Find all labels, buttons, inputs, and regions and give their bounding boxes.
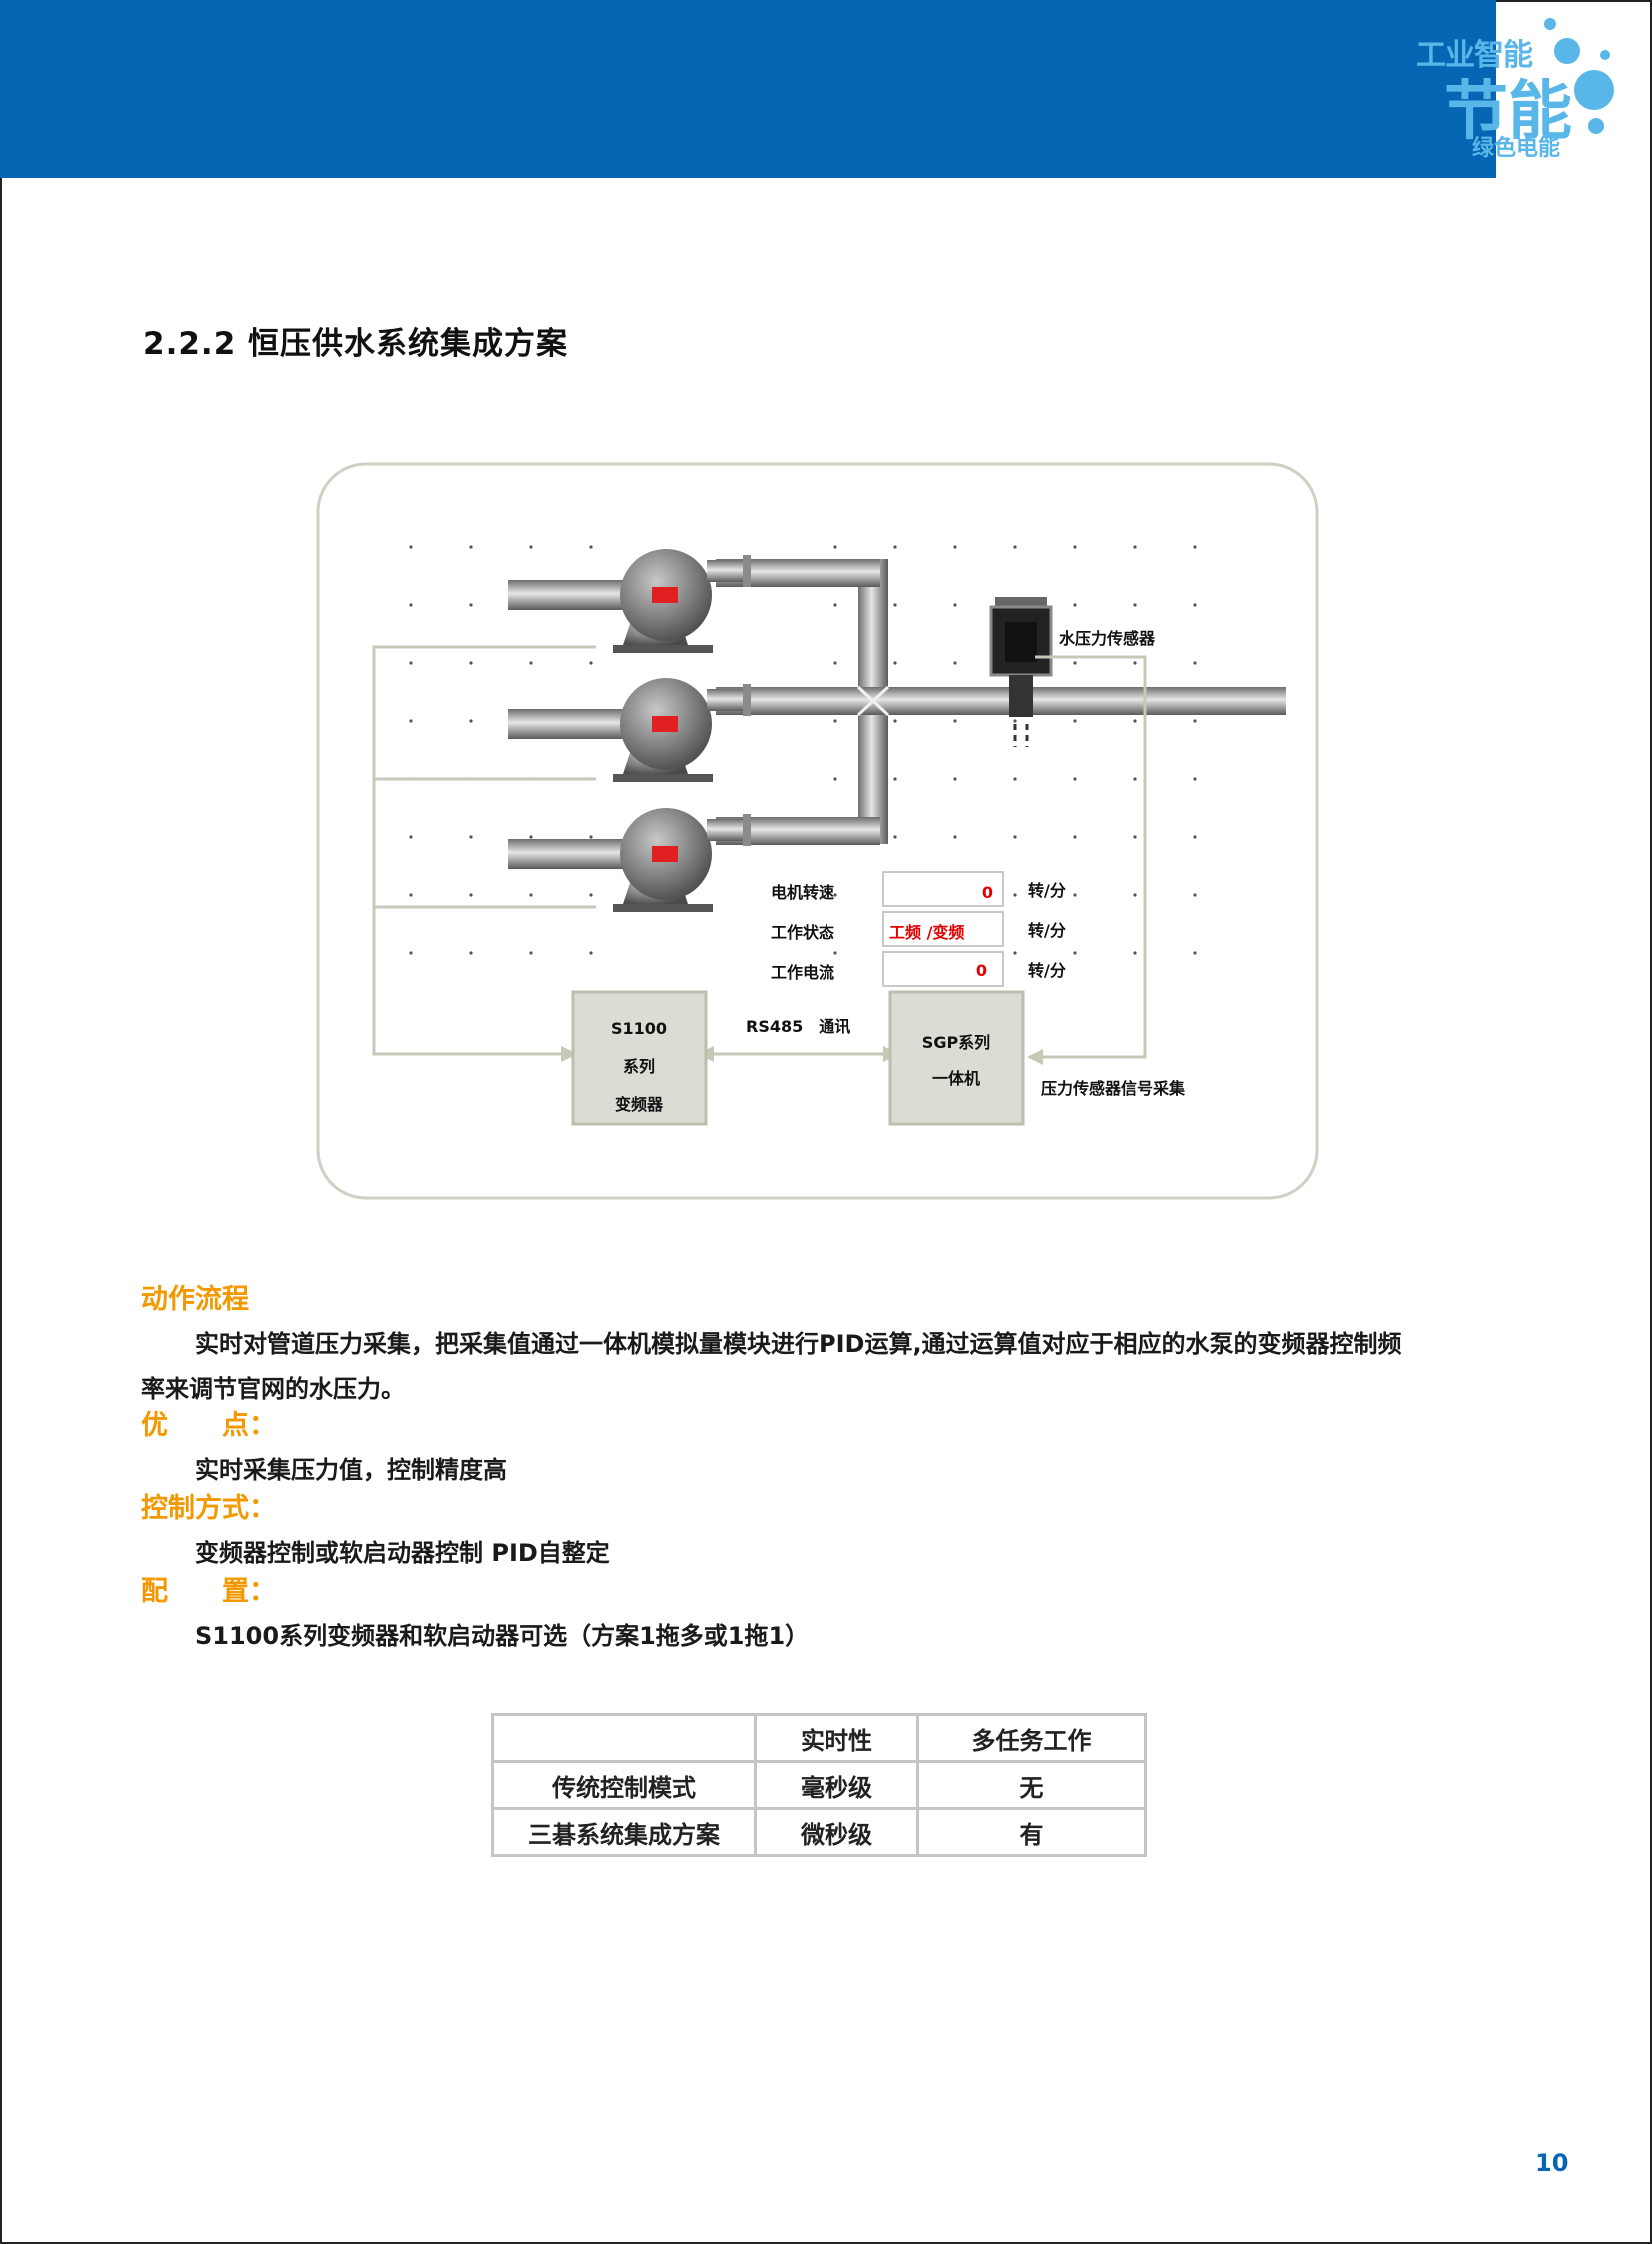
- flow-text-2: 率来调节官网的水压力。: [141, 1375, 405, 1403]
- table-cell: 有: [916, 1807, 1147, 1857]
- comparison-table: 实时性 多任务工作 传统控制模式 毫秒级 无 三碁系统集成方案 微秒级 有: [491, 1713, 1147, 1857]
- logo-text-1: 工业智能: [1416, 38, 1533, 73]
- advantage-text: 实时采集压力值，控制精度高: [195, 1456, 507, 1484]
- status-panel: 电机转速 0 转/分 工作状态 工频 /变频 转/分 工作电流 0 转/分: [771, 871, 1066, 987]
- header-band: [0, 0, 1496, 178]
- signal-label: 压力传感器信号采集: [1041, 1079, 1186, 1098]
- table-row: 传统控制模式 毫秒级 无: [491, 1760, 1147, 1810]
- comm-label: RS485 通讯: [746, 1017, 850, 1036]
- logo-text-3: 绿色电能: [1472, 136, 1561, 161]
- speed-value: 0: [982, 883, 993, 902]
- control-text: 变频器控制或软启动器控制 PID自整定: [195, 1539, 610, 1567]
- logo-text-2: 节能: [1444, 75, 1572, 149]
- table-cell: 传统控制模式: [491, 1760, 757, 1810]
- speed-label: 电机转速: [771, 883, 834, 902]
- table-cell: 三碁系统集成方案: [491, 1807, 757, 1857]
- config-section: 配 置： S1100系列变频器和软启动器可选（方案1拖多或1拖1）: [141, 1569, 1510, 1651]
- table-header-row: 实时性 多任务工作: [491, 1713, 1147, 1763]
- water-supply-diagram: 水压力传感器 电机转速 0 转/分 工作状态 工频 /变频 转/分 工作电流 0: [316, 462, 1319, 1200]
- flow-section: 动作流程 实时对管道压力采集，把采集值通过一体机模拟量模块进行PID运算,通过运…: [141, 1277, 1510, 1404]
- brand-logo: 工业智能 节能 绿色电能: [1404, 10, 1614, 170]
- inverter-line1: S1100: [611, 1019, 667, 1038]
- table-row: 三碁系统集成方案 微秒级 有: [491, 1807, 1147, 1857]
- table-header-cell: 多任务工作: [916, 1713, 1147, 1763]
- current-value: 0: [976, 961, 987, 980]
- advantage-heading: 优 点：: [141, 1410, 276, 1441]
- inverter-line2: 系列: [623, 1057, 655, 1076]
- advantage-section: 优 点： 实时采集压力值，控制精度高: [141, 1403, 1510, 1485]
- table-cell: 毫秒级: [754, 1760, 919, 1810]
- speed-unit: 转/分: [1028, 881, 1066, 900]
- sensor-label: 水压力传感器: [1059, 629, 1156, 648]
- config-heading: 配 置：: [141, 1576, 276, 1607]
- row-speed: 电机转速 0 转/分: [771, 871, 1066, 907]
- current-unit: 转/分: [1028, 961, 1066, 980]
- controller-line1: SGP系列: [922, 1033, 990, 1052]
- flow-heading: 动作流程: [141, 1284, 249, 1315]
- current-label: 工作电流: [771, 963, 834, 982]
- status-value: 工频 /变频: [889, 923, 964, 942]
- flow-text-1: 实时对管道压力采集，把采集值通过一体机模拟量模块进行PID运算,通过运算值对应于…: [195, 1330, 1402, 1358]
- section-title: 2.2.2 恒压供水系统集成方案: [143, 326, 569, 362]
- config-text: S1100系列变频器和软启动器可选（方案1拖多或1拖1）: [195, 1622, 810, 1650]
- grid-dots: [409, 545, 1197, 955]
- table-cell: 微秒级: [754, 1807, 919, 1857]
- controller-line2: 一体机: [932, 1069, 980, 1088]
- table-cell: 无: [916, 1760, 1147, 1810]
- table-header-cell: 实时性: [754, 1713, 919, 1763]
- inverter-box: S1100 系列 变频器: [571, 990, 708, 1126]
- page-number: 10: [1535, 2149, 1569, 2177]
- control-section: 控制方式： 变频器控制或软启动器控制 PID自整定: [141, 1486, 1510, 1568]
- pressure-sensor: [989, 597, 1053, 747]
- control-heading: 控制方式：: [141, 1493, 276, 1524]
- row-current: 工作电流 0 转/分: [771, 951, 1066, 987]
- status-unit: 转/分: [1028, 921, 1066, 940]
- row-status: 工作状态 工频 /变频 转/分: [771, 911, 1066, 947]
- controller-box: SGP系列 一体机: [888, 990, 1025, 1126]
- inverter-line3: 变频器: [615, 1095, 664, 1114]
- table-header-cell: [491, 1713, 757, 1763]
- status-label: 工作状态: [771, 923, 834, 942]
